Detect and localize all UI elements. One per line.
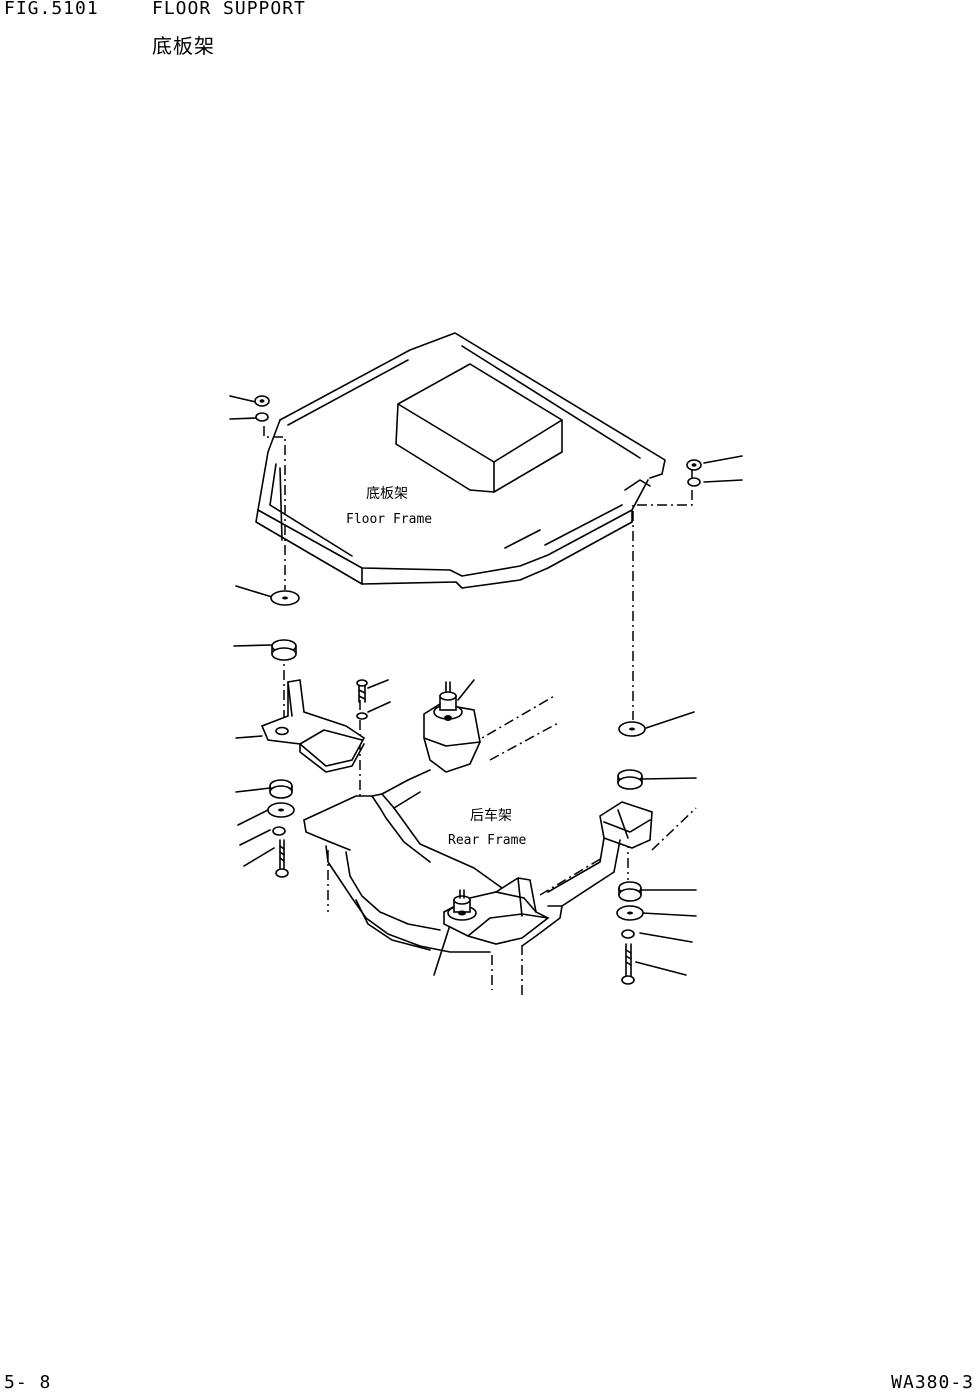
frame-dash-4 — [651, 807, 697, 851]
frame-dash-3 — [539, 857, 603, 896]
rear-frame-label-en: Rear Frame — [448, 833, 526, 848]
rubber-mount-left-top — [271, 639, 297, 661]
floor-frame — [255, 332, 666, 589]
bolt-right — [621, 943, 635, 985]
nut-top-right — [686, 459, 702, 487]
figure-title-chinese: 底板架 — [152, 34, 215, 58]
right-mount — [599, 801, 653, 849]
bolt-bracket — [356, 679, 368, 720]
center-line-right-upper — [632, 470, 693, 720]
rubber-mount-left-bottom — [269, 779, 293, 799]
leader-lines — [229, 395, 743, 976]
bracket-left — [260, 679, 366, 773]
rear-frame — [303, 769, 621, 953]
washer-left-1 — [270, 590, 300, 606]
floor-frame-label-en: Floor Frame — [346, 512, 432, 527]
frame-dash-2 — [489, 721, 561, 761]
lock-washer-left — [272, 826, 286, 836]
washer-left-2 — [267, 802, 295, 818]
lock-washer-right — [621, 929, 635, 939]
bolt-left — [275, 839, 289, 878]
floor-frame-label-cn: 底板架 — [366, 486, 408, 502]
washer-right-1 — [618, 721, 646, 737]
nut-top-left — [254, 395, 270, 422]
center-mount — [423, 681, 481, 773]
rubber-mount-right-top — [617, 769, 643, 790]
figure-title: FLOOR SUPPORT — [152, 0, 306, 19]
rubber-mount-right-bottom — [618, 881, 642, 902]
rear-frame-label-cn: 后车架 — [470, 807, 512, 824]
washer-right-2 — [616, 905, 644, 921]
page-number: 5- 8 — [4, 1372, 52, 1393]
frame-dash-1 — [469, 694, 557, 746]
figure-number: FIG.5101 — [4, 0, 99, 19]
model-number: WA380-3 — [891, 1372, 974, 1393]
center-line-left-upper — [263, 426, 286, 590]
